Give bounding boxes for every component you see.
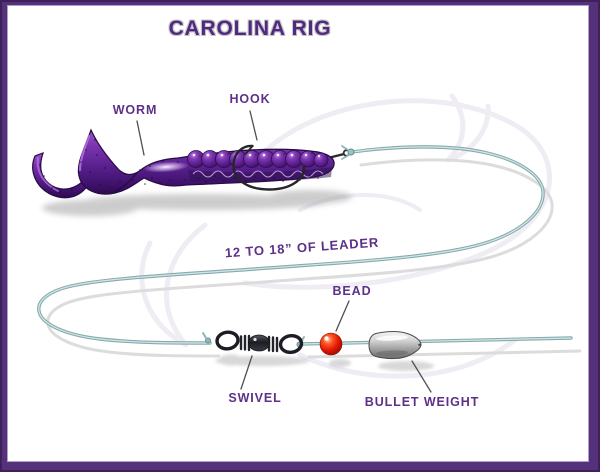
leader-line-shadow <box>46 158 582 359</box>
pointer-swivel <box>240 355 253 390</box>
bead-graphic <box>319 332 343 356</box>
bullet-weight-graphic <box>368 331 422 360</box>
label-bullet-weight: BULLET WEIGHT <box>364 395 480 409</box>
hook-graphic <box>232 144 306 191</box>
pointer-hook <box>249 110 258 141</box>
pointer-bullet-weight <box>411 360 432 393</box>
pointer-worm <box>136 120 145 156</box>
pointer-lines <box>136 110 432 393</box>
worm-graphic <box>32 128 335 199</box>
shadows <box>42 190 352 216</box>
line-knot-hook <box>341 145 355 160</box>
swivel-graphic <box>202 330 305 355</box>
page-title: CAROLINA RIG <box>168 17 332 40</box>
label-bead: BEAD <box>332 284 372 298</box>
fish-logo-watermark <box>139 93 553 379</box>
label-worm: WORM <box>112 103 158 117</box>
pointer-bead <box>335 300 350 332</box>
label-hook: HOOK <box>229 92 271 106</box>
hardware-shadows <box>215 354 434 371</box>
label-swivel: SWIVEL <box>228 391 282 405</box>
